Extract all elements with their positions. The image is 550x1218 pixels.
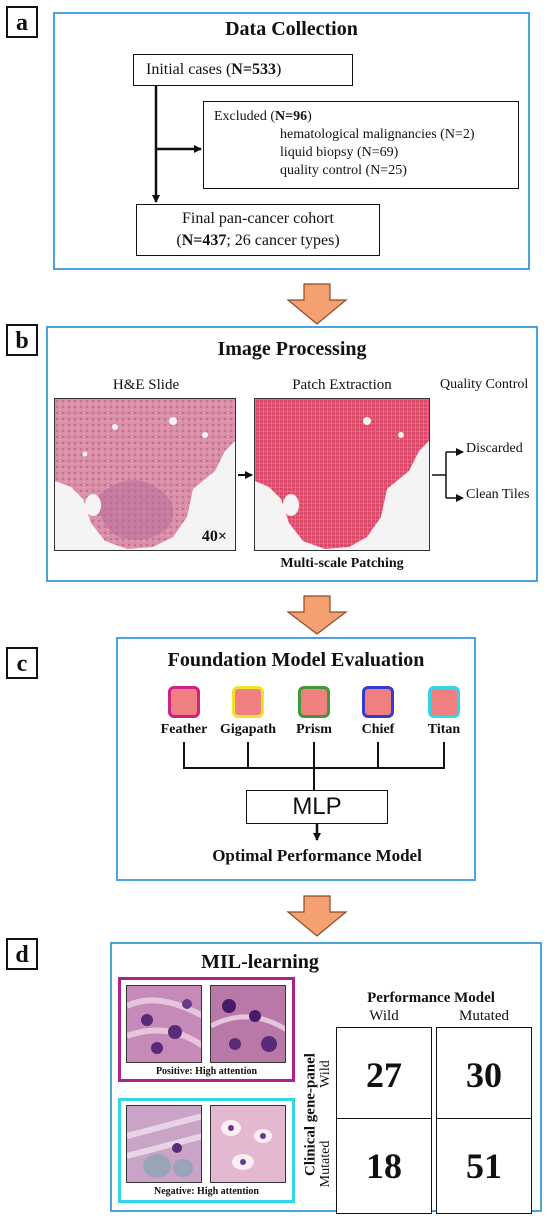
slide-label: H&E Slide bbox=[112, 377, 180, 393]
panel-a-title: Data Collection bbox=[225, 18, 358, 40]
panel-b-title: Image Processing bbox=[217, 338, 367, 360]
panel-c-title: Foundation Model Evaluation bbox=[167, 649, 425, 671]
col-header-mutated: Mutated bbox=[459, 1008, 509, 1024]
patch-grid-image bbox=[254, 398, 430, 551]
matrix-cell: 51 bbox=[436, 1118, 532, 1214]
excluded-label: Excluded (N=96) bbox=[214, 109, 312, 124]
patch-grid-graphic bbox=[255, 399, 429, 549]
negative-attention-frame bbox=[118, 1098, 295, 1203]
matrix-title: Performance Model bbox=[367, 990, 495, 1006]
excluded-item: hematological malignancies (N=2) bbox=[280, 127, 475, 142]
optimal-model-label: Optimal Performance Model bbox=[212, 846, 422, 865]
negative-tile-2 bbox=[210, 1105, 286, 1183]
panel-c-letter: c bbox=[6, 647, 38, 679]
discarded-label: Discarded bbox=[466, 441, 523, 456]
final-cohort-box: Final pan-cancer cohort (N=437; 26 cance… bbox=[136, 204, 380, 256]
patching-caption: Multi-scale Patching bbox=[280, 556, 404, 571]
feather-model-square bbox=[168, 686, 200, 718]
positive-tile-1 bbox=[126, 985, 202, 1063]
he-slide-image: 40× bbox=[54, 398, 236, 551]
chief-model-square bbox=[362, 686, 394, 718]
positive-attention-frame bbox=[118, 977, 295, 1082]
prism-model-square bbox=[298, 686, 330, 718]
tissue-tile-graphic bbox=[211, 1106, 285, 1182]
down-arrow-a-to-b bbox=[286, 283, 348, 325]
initial-cases-box: Initial cases (N=533) bbox=[133, 54, 353, 86]
negative-caption: Negative: High attention bbox=[154, 1186, 259, 1197]
down-arrow-c-to-d bbox=[286, 895, 348, 937]
feather-label: Feather bbox=[160, 722, 208, 737]
col-header-wild: Wild bbox=[369, 1008, 399, 1024]
excluded-item: quality control (N=25) bbox=[280, 163, 407, 178]
negative-tile-1 bbox=[126, 1105, 202, 1183]
matrix-cell: 27 bbox=[336, 1027, 432, 1123]
tissue-tile-graphic bbox=[211, 986, 285, 1062]
mlp-box: MLP bbox=[246, 790, 388, 824]
matrix-cell: 18 bbox=[336, 1118, 432, 1214]
qc-label: Quality Control bbox=[440, 377, 529, 392]
gigapath-model-square bbox=[232, 686, 264, 718]
chief-label: Chief bbox=[361, 722, 395, 737]
excluded-item: liquid biopsy (N=69) bbox=[280, 145, 399, 160]
gigapath-label: Gigapath bbox=[219, 722, 276, 737]
patch-label: Patch Extraction bbox=[292, 377, 392, 393]
positive-caption: Positive: High attention bbox=[155, 1066, 258, 1077]
flow-branch-qc bbox=[432, 452, 447, 498]
panel-d-title: MIL-learning bbox=[201, 951, 319, 973]
titan-label: Titan bbox=[427, 722, 461, 737]
magnification-label: 40× bbox=[201, 528, 227, 545]
excluded-box: Excluded (N=96) hematological malignanci… bbox=[203, 101, 519, 189]
model-tree bbox=[183, 742, 445, 790]
panel-d-letter: d bbox=[6, 938, 38, 970]
prism-label: Prism bbox=[296, 722, 332, 737]
panel-b-letter: b bbox=[6, 324, 38, 356]
titan-model-square bbox=[428, 686, 460, 718]
he-tissue-graphic bbox=[55, 399, 235, 549]
clean-tiles-label: Clean Tiles bbox=[466, 487, 530, 502]
panel-c bbox=[116, 637, 476, 881]
panel-a-letter: a bbox=[6, 6, 38, 38]
down-arrow-b-to-c bbox=[286, 595, 348, 635]
positive-tile-2 bbox=[210, 985, 286, 1063]
tissue-tile-graphic bbox=[127, 1106, 201, 1182]
tissue-tile-graphic bbox=[127, 986, 201, 1062]
